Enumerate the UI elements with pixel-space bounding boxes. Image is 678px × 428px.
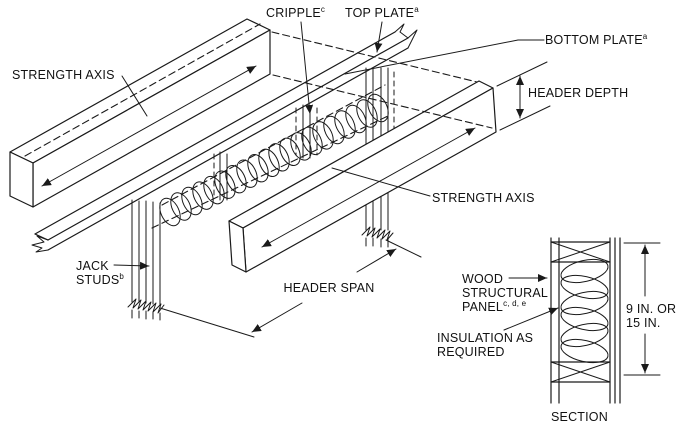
section-title: SECTION — [551, 410, 608, 424]
wood-panel-label-line1: WOOD — [462, 272, 503, 286]
jack-studs-leader — [113, 261, 150, 270]
jack-studs-left — [127, 199, 165, 321]
wood-panel-label-line2: STRUCTURAL — [462, 286, 548, 300]
header-depth-label: HEADER DEPTH — [528, 86, 628, 100]
top-plate-leader — [374, 21, 383, 53]
cripple-leader — [300, 21, 314, 115]
section-insulation — [560, 258, 609, 364]
strength-axis-arrow-back — [261, 127, 476, 248]
break-symbol — [127, 298, 165, 314]
bottom-plate-x — [550, 361, 611, 383]
strength-axis-arrow-front — [41, 65, 257, 187]
jack-studs-label-line1: JACK — [76, 259, 109, 273]
strength-axis-upper-label: STRENGTH AXIS — [12, 68, 115, 82]
insulation-leader — [503, 307, 559, 331]
leader-lines — [113, 21, 559, 331]
cripple-label: CRIPPLEc — [266, 5, 325, 20]
section-dimension-label-line1: 9 IN. OR — [626, 302, 676, 316]
explosion-guides — [271, 31, 493, 129]
bottom-plate-label: BOTTOM PLATEa — [545, 32, 648, 47]
bottom-plate-leader — [344, 39, 545, 75]
header-span-dimension — [159, 239, 422, 338]
header-depth-dimension — [496, 61, 551, 131]
top-plate-label: TOP PLATEa — [345, 5, 419, 20]
break-symbol-right — [394, 23, 418, 49]
strength-axis-lower-label: STRENGTH AXIS — [432, 191, 535, 205]
strength-axis-lower-leader — [331, 167, 431, 197]
header-span-label: HEADER SPAN — [284, 281, 375, 295]
strength-axis-upper-leader — [121, 75, 148, 117]
break-symbol-left — [31, 235, 49, 253]
section-dimension-label-line2: 15 IN. — [626, 316, 661, 330]
front-panel — [9, 18, 271, 208]
jack-studs-label-line2: STUDSb — [76, 272, 124, 287]
back-panel — [228, 80, 497, 273]
insulation-label-line1: INSULATION AS — [437, 331, 533, 345]
insulation-label-line2: REQUIRED — [437, 345, 505, 359]
section-detail — [550, 237, 661, 404]
wood-panel-label-line3: PANELc, d, e — [462, 299, 527, 314]
section-dimension — [623, 242, 661, 376]
text-labels: STRENGTH AXIS CRIPPLEc TOP PLATEa BOTTOM… — [12, 5, 676, 424]
top-plate-x — [550, 241, 611, 263]
